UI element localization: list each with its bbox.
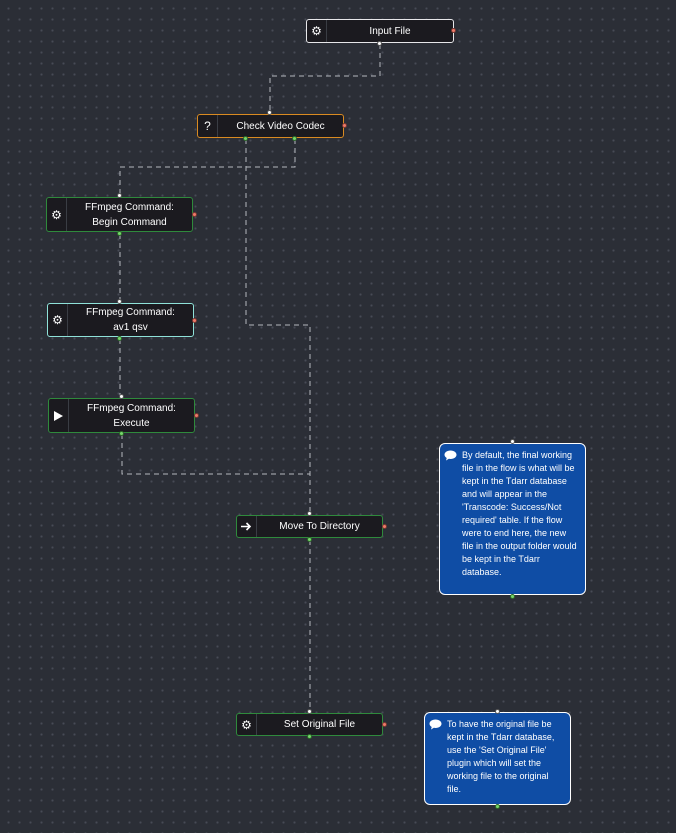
set-original-error-handle[interactable] <box>382 722 387 727</box>
execute-error-handle[interactable] <box>194 413 199 418</box>
check-codec-input-handle[interactable] <box>267 110 272 115</box>
question-icon: ? <box>198 115 218 137</box>
node-check-video-codec[interactable]: ? Check Video Codec <box>197 114 344 138</box>
gear-icon: ⚙ <box>307 20 327 42</box>
node-label: Move To Directory <box>279 521 360 532</box>
set-original-input-handle[interactable] <box>307 709 312 714</box>
check-codec-output-1-handle[interactable] <box>243 136 248 141</box>
comment-original-file-top-handle[interactable] <box>495 709 500 714</box>
play-icon-glyph <box>54 410 63 421</box>
node-move-to-directory[interactable]: Move To Directory <box>236 515 383 538</box>
node-set-original-file[interactable]: ⚙ Set Original File <box>236 713 383 736</box>
node-label-line1: FFmpeg Command: <box>86 307 175 318</box>
node-input-file[interactable]: ⚙ Input File <box>306 19 454 43</box>
node-ffmpeg-av1-qsv[interactable]: ⚙ FFmpeg Command: av1 qsv <box>47 303 194 337</box>
begin-output-handle[interactable] <box>117 231 122 236</box>
begin-input-handle[interactable] <box>117 193 122 198</box>
node-label-line1: FFmpeg Command: <box>85 201 174 213</box>
av1-input-handle[interactable] <box>117 299 122 304</box>
input-file-error-handle[interactable] <box>451 28 456 33</box>
input-file-output-handle[interactable] <box>377 41 382 46</box>
edge-codec-to-begin <box>119 139 296 195</box>
speech-bubble-icon <box>444 450 457 461</box>
comment-working-file-top-handle[interactable] <box>510 439 515 444</box>
arrow-right-icon <box>237 516 257 537</box>
speech-bubble-icon <box>429 719 442 730</box>
begin-error-handle[interactable] <box>192 212 197 217</box>
node-label-line1: FFmpeg Command: <box>87 402 176 414</box>
play-icon <box>49 399 69 432</box>
set-original-output-handle[interactable] <box>307 734 312 739</box>
execute-output-handle[interactable] <box>119 431 124 436</box>
gear-icon: ⚙ <box>48 304 68 336</box>
move-error-handle[interactable] <box>382 524 387 529</box>
node-label: Check Video Codec <box>236 120 325 132</box>
edge-execute-to-move <box>121 434 311 513</box>
node-label: Set Original File <box>283 719 356 730</box>
node-label-line2: Begin Command <box>92 216 167 228</box>
comment-text: To have the original file be kept in the… <box>447 719 555 794</box>
node-ffmpeg-execute[interactable]: FFmpeg Command: Execute <box>48 398 195 433</box>
edge-input-to-codec <box>269 44 381 112</box>
node-label-line2: Execute <box>113 417 150 429</box>
check-codec-error-handle[interactable] <box>342 123 347 128</box>
av1-error-handle[interactable] <box>192 318 197 323</box>
av1-output-handle[interactable] <box>117 336 122 341</box>
comment-working-file-bottom-handle[interactable] <box>510 594 515 599</box>
node-ffmpeg-begin-command[interactable]: ⚙ FFmpeg Command: Begin Command <box>46 197 193 232</box>
move-output-handle[interactable] <box>307 537 312 542</box>
comment-original-file-bottom-handle[interactable] <box>495 804 500 809</box>
comment-text: By default, the final working file in th… <box>462 450 577 577</box>
node-label: Input File <box>369 25 411 37</box>
check-codec-output-2-handle[interactable] <box>292 136 297 141</box>
gear-icon: ⚙ <box>47 198 67 231</box>
node-label-line2: av1 qsv <box>113 322 148 333</box>
comment-working-file[interactable]: By default, the final working file in th… <box>439 443 586 595</box>
move-input-handle[interactable] <box>307 511 312 516</box>
comment-original-file[interactable]: To have the original file be kept in the… <box>424 712 571 805</box>
gear-icon: ⚙ <box>237 714 257 735</box>
arrow-right-icon-glyph <box>241 522 252 531</box>
execute-input-handle[interactable] <box>119 394 124 399</box>
edge-codec-to-move <box>245 139 311 513</box>
